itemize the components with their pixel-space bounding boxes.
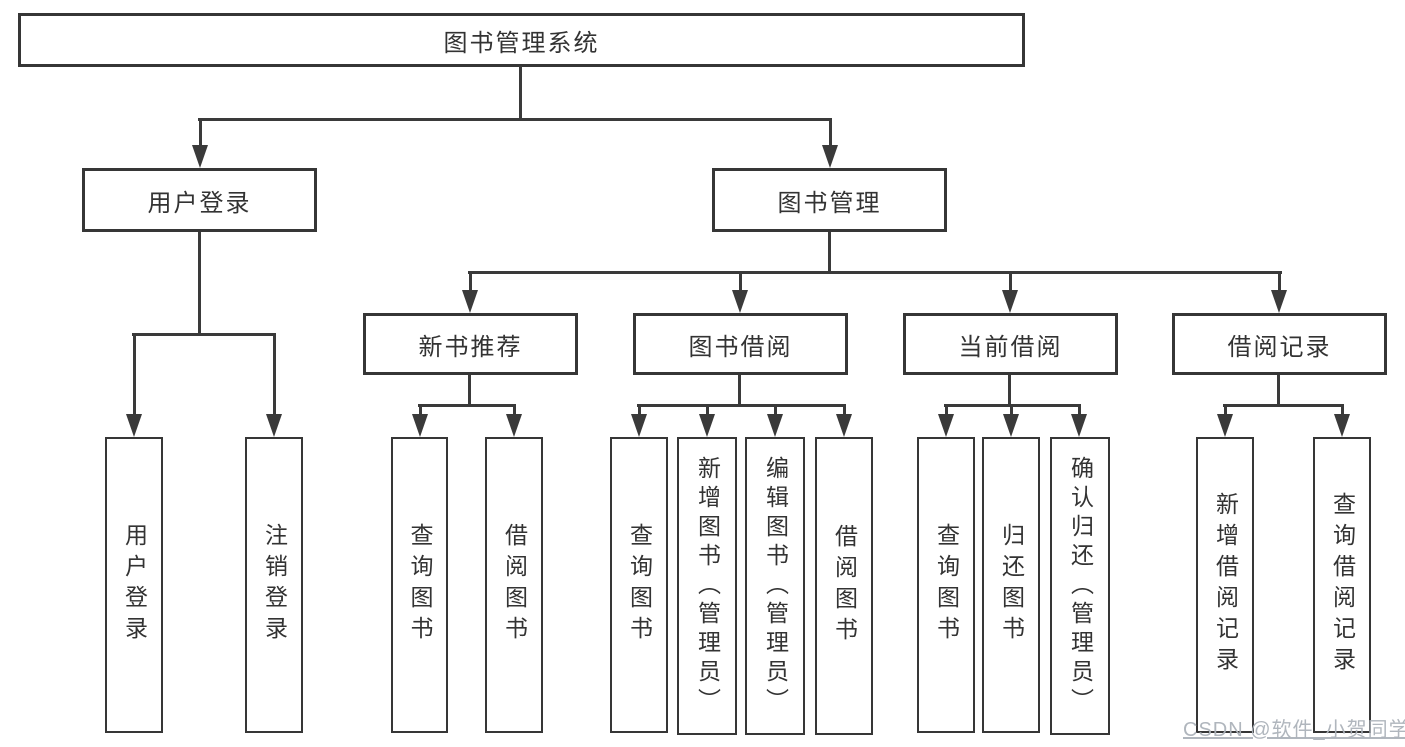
leaf-add-books-admin: 新增图书（管理员） <box>677 437 737 735</box>
arrow-down-icon <box>1271 272 1287 313</box>
leaf-query-books-borrow: 查询图书 <box>610 437 668 733</box>
csdn-watermark: CSDN @软件_小贺同学 <box>1183 719 1405 741</box>
arrow-down-icon <box>699 405 715 437</box>
leaf-return-books: 归还图书 <box>982 437 1040 733</box>
leaf-query-books-current: 查询图书 <box>917 437 975 733</box>
connector-book-borrow-branch <box>637 404 846 407</box>
connector-current-borrow-stem <box>1008 375 1011 406</box>
node-user-login: 用户登录 <box>82 168 317 232</box>
arrow-down-icon <box>1002 272 1018 313</box>
arrow-down-icon <box>266 334 282 437</box>
connector-new-book-stem <box>468 375 471 406</box>
connector-root-branch <box>198 118 832 121</box>
arrow-down-icon <box>1334 405 1350 437</box>
leaf-query-borrow-record: 查询借阅记录 <box>1313 437 1371 733</box>
leaf-logout: 注销登录 <box>245 437 303 733</box>
arrow-down-icon <box>1217 405 1233 437</box>
leaf-query-books-recommend: 查询图书 <box>391 437 448 733</box>
arrow-down-icon <box>631 405 647 437</box>
arrow-down-icon <box>462 272 478 313</box>
leaf-user-login: 用户登录 <box>105 437 163 733</box>
arrow-down-icon <box>938 405 954 437</box>
node-book-management: 图书管理 <box>712 168 947 232</box>
leaf-borrow-books-recommend: 借阅图书 <box>485 437 543 733</box>
node-new-book-recommend: 新书推荐 <box>363 313 578 375</box>
connector-current-borrow-branch <box>944 404 1081 407</box>
arrow-down-icon <box>836 405 852 437</box>
connector-user-login-stem <box>198 232 201 336</box>
connector-book-borrow-stem <box>738 375 741 406</box>
leaf-borrow-books: 借阅图书 <box>815 437 873 735</box>
arrow-down-icon <box>732 272 748 313</box>
node-current-borrow: 当前借阅 <box>903 313 1118 375</box>
arrow-down-icon <box>1071 405 1087 437</box>
arrow-down-icon <box>506 405 522 437</box>
connector-root-stem <box>519 66 522 121</box>
arrow-down-icon <box>192 119 208 168</box>
arrow-down-icon <box>767 405 783 437</box>
connector-borrow-records-branch <box>1223 404 1344 407</box>
connector-book-management-stem <box>828 232 831 274</box>
leaf-confirm-return-admin: 确认归还（管理员） <box>1050 437 1110 735</box>
arrow-down-icon <box>822 119 838 168</box>
arrow-down-icon <box>126 334 142 437</box>
connector-user-login-branch <box>132 333 276 336</box>
leaf-edit-books-admin: 编辑图书（管理员） <box>745 437 805 735</box>
leaf-add-borrow-record: 新增借阅记录 <box>1196 437 1254 733</box>
connector-borrow-records-stem <box>1277 375 1280 406</box>
node-library-management-system: 图书管理系统 <box>18 13 1025 67</box>
connector-book-management-branch <box>468 271 1282 274</box>
connector-new-book-branch <box>418 404 516 407</box>
arrow-down-icon <box>412 405 428 437</box>
node-borrow-records: 借阅记录 <box>1172 313 1387 375</box>
arrow-down-icon <box>1003 405 1019 437</box>
node-book-borrow: 图书借阅 <box>633 313 848 375</box>
